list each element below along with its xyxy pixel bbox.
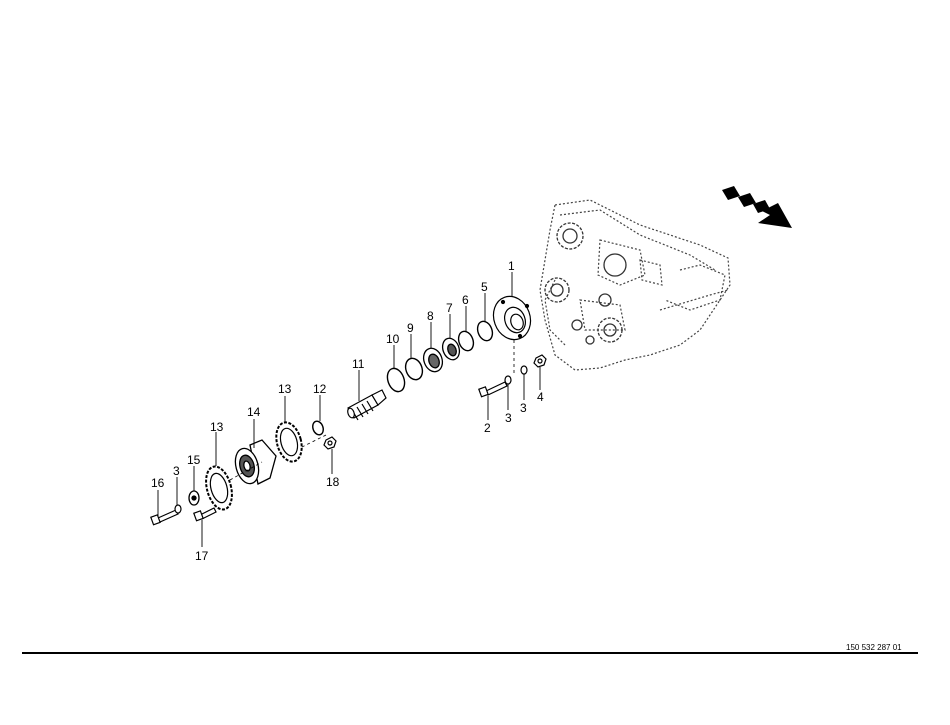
part-bolt-2-set — [478, 354, 547, 398]
part-label: 17 — [195, 549, 209, 563]
part-label: 2 — [484, 421, 491, 435]
leader-lines — [157, 272, 541, 547]
part-label: 5 — [481, 280, 488, 294]
part-label: 3 — [505, 411, 512, 425]
part-label: 16 — [151, 476, 165, 490]
part-washer-15 — [188, 490, 200, 506]
part-label: 9 — [407, 321, 414, 335]
part-flange-housing — [492, 295, 532, 341]
part-label: 14 — [247, 405, 261, 419]
part-label: 15 — [187, 453, 201, 467]
part-bearing-8 — [422, 347, 444, 373]
part-circlip-5 — [476, 320, 494, 342]
part-bearing-7 — [441, 337, 461, 361]
part-label: 6 — [462, 293, 469, 307]
part-circlip-10 — [386, 367, 406, 393]
part-ring-6 — [457, 330, 475, 352]
part-label: 3 — [520, 401, 527, 415]
gearbox-housing — [539, 199, 731, 371]
part-nut-18 — [323, 436, 337, 450]
part-ring-12 — [312, 420, 324, 436]
part-bolt-17 — [193, 507, 217, 522]
part-label: 18 — [326, 475, 340, 489]
part-label: 7 — [446, 301, 453, 315]
part-label: 3 — [173, 464, 180, 478]
part-number-labels: 1 2 3 3 3 4 5 6 7 8 9 10 11 12 13 13 14 … — [151, 259, 544, 563]
part-hub-14 — [234, 439, 277, 485]
part-ring-9 — [404, 357, 424, 381]
part-sprocket-13-left — [205, 465, 233, 511]
part-bolt-16 — [150, 504, 182, 526]
document-number: 150 532 287 01 — [846, 643, 902, 652]
housing-sprockets — [544, 222, 627, 345]
part-label: 13 — [210, 420, 224, 434]
part-label: 13 — [278, 382, 292, 396]
part-label: 11 — [352, 357, 365, 371]
part-label: 4 — [537, 390, 544, 404]
assembly-axis-lines — [229, 340, 515, 481]
part-label: 12 — [313, 382, 327, 396]
part-sprocket-13-right — [275, 421, 303, 463]
footer-rule — [22, 652, 918, 654]
part-label: 10 — [386, 332, 400, 346]
part-label: 8 — [427, 309, 434, 323]
part-splined-shaft-11 — [347, 389, 387, 421]
part-label: 1 — [508, 259, 515, 273]
direction-arrow-icon — [722, 186, 792, 228]
